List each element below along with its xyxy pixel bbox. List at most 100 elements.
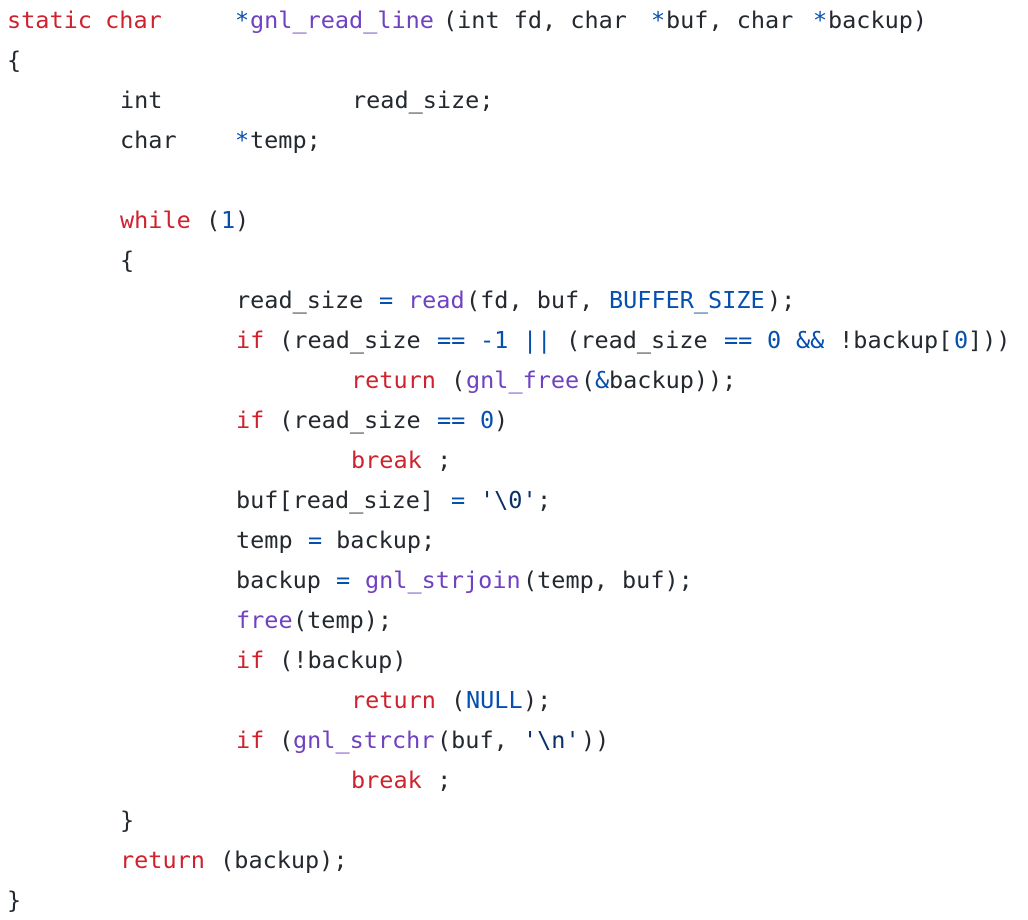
code-line: } — [7, 800, 1025, 840]
code-token: if — [236, 726, 265, 754]
code-token: == — [437, 406, 466, 434]
code-token: read — [408, 286, 465, 314]
code-token — [466, 400, 480, 440]
code-token: if — [236, 406, 265, 434]
code-line: break ; — [7, 440, 1025, 480]
code-line: { — [7, 40, 1025, 80]
code-token: int — [120, 86, 163, 114]
code-token: static — [7, 6, 92, 34]
code-token: break — [351, 766, 422, 794]
code-token: temp; — [250, 126, 321, 154]
code-token: break — [351, 446, 422, 474]
code-token: 1 — [221, 206, 236, 234]
code-token: read_size — [236, 286, 378, 314]
code-token: { — [7, 46, 22, 74]
code-token: ); — [523, 686, 552, 714]
code-token: (int fd, char — [443, 6, 642, 34]
code-token: } — [7, 886, 22, 914]
code-token: !backup[ — [825, 326, 953, 354]
code-token: buf, char — [666, 6, 808, 34]
code-line: char *temp; — [7, 120, 1025, 160]
code-token: (read_size — [265, 406, 435, 434]
code-token: gnl_strjoin — [365, 566, 521, 594]
code-token: & — [595, 366, 610, 394]
code-token: ( — [192, 206, 221, 234]
code-token: = — [336, 566, 351, 594]
code-line: if (read_size == -1 || (read_size == 0 &… — [7, 320, 1025, 360]
code-block: static char*gnl_read_line(int fd, char *… — [7, 0, 1025, 920]
code-token: 0 — [954, 326, 969, 354]
code-token: ) — [235, 206, 250, 234]
code-token: ])) — [968, 326, 1011, 354]
code-line: free(temp); — [7, 600, 1025, 640]
code-token: if — [236, 326, 265, 354]
code-token — [351, 560, 365, 600]
code-line — [7, 160, 1025, 200]
code-line: return (gnl_free(&backup)); — [7, 360, 1025, 400]
code-token: = — [451, 486, 466, 514]
code-token: NULL — [466, 686, 523, 714]
code-token: (read_size — [265, 326, 435, 354]
code-token: 0 — [480, 406, 495, 434]
code-token: backup) — [828, 6, 928, 34]
code-token: '\n' — [523, 726, 580, 754]
code-line: return (NULL); — [7, 680, 1025, 720]
code-token: backup; — [322, 526, 436, 554]
code-token — [509, 320, 523, 360]
code-token: 0 — [767, 326, 782, 354]
code-token: read_size; — [352, 86, 494, 114]
code-token: (buf, — [437, 726, 522, 754]
code-token: } — [120, 806, 135, 834]
code-token: ); — [767, 286, 796, 314]
code-line: } — [7, 880, 1025, 920]
code-token: || — [523, 326, 552, 354]
code-token: == — [437, 326, 466, 354]
code-token: char — [120, 126, 177, 154]
code-token: )) — [581, 726, 610, 754]
code-token: if — [236, 646, 265, 674]
code-token: backup — [236, 566, 336, 594]
code-token: ( — [581, 366, 596, 394]
code-token: (temp); — [293, 606, 393, 634]
code-token: (backup); — [206, 846, 348, 874]
code-token: backup)); — [609, 366, 737, 394]
code-token: * — [235, 126, 250, 154]
code-token: ; — [537, 486, 552, 514]
code-token: && — [796, 326, 825, 354]
code-token: ) — [494, 406, 509, 434]
code-token: gnl_free — [466, 366, 580, 394]
code-line: static char*gnl_read_line(int fd, char *… — [7, 0, 1025, 40]
code-token: ; — [423, 766, 452, 794]
code-token: gnl_read_line — [250, 6, 434, 34]
code-token: * — [235, 6, 250, 34]
code-token: = — [308, 526, 323, 554]
code-token: (read_size — [552, 326, 722, 354]
code-token: free — [236, 606, 293, 634]
code-token — [466, 320, 480, 360]
code-token: == — [724, 326, 753, 354]
code-token: char — [91, 6, 162, 34]
code-line: while (1) — [7, 200, 1025, 240]
code-token: (fd, buf, — [466, 286, 608, 314]
code-token: BUFFER_SIZE — [609, 286, 765, 314]
code-token: return — [351, 366, 436, 394]
code-line: if (read_size == 0) — [7, 400, 1025, 440]
code-token: ; — [423, 446, 452, 474]
code-line: if (!backup) — [7, 640, 1025, 680]
code-token: * — [813, 6, 828, 34]
code-token: (temp, buf); — [523, 566, 693, 594]
code-token: * — [651, 6, 666, 34]
code-token: ( — [265, 726, 294, 754]
code-line: buf[read_size] = '\0'; — [7, 480, 1025, 520]
code-token: { — [120, 246, 135, 274]
code-token: gnl_strchr — [293, 726, 435, 754]
code-line: backup = gnl_strjoin(temp, buf); — [7, 560, 1025, 600]
code-token: ( — [437, 686, 466, 714]
code-token — [753, 320, 767, 360]
code-token: '\0' — [480, 486, 537, 514]
code-token: while — [120, 206, 191, 234]
code-token: return — [120, 846, 205, 874]
code-line: int read_size; — [7, 80, 1025, 120]
code-token: temp — [236, 526, 307, 554]
code-token: return — [351, 686, 436, 714]
